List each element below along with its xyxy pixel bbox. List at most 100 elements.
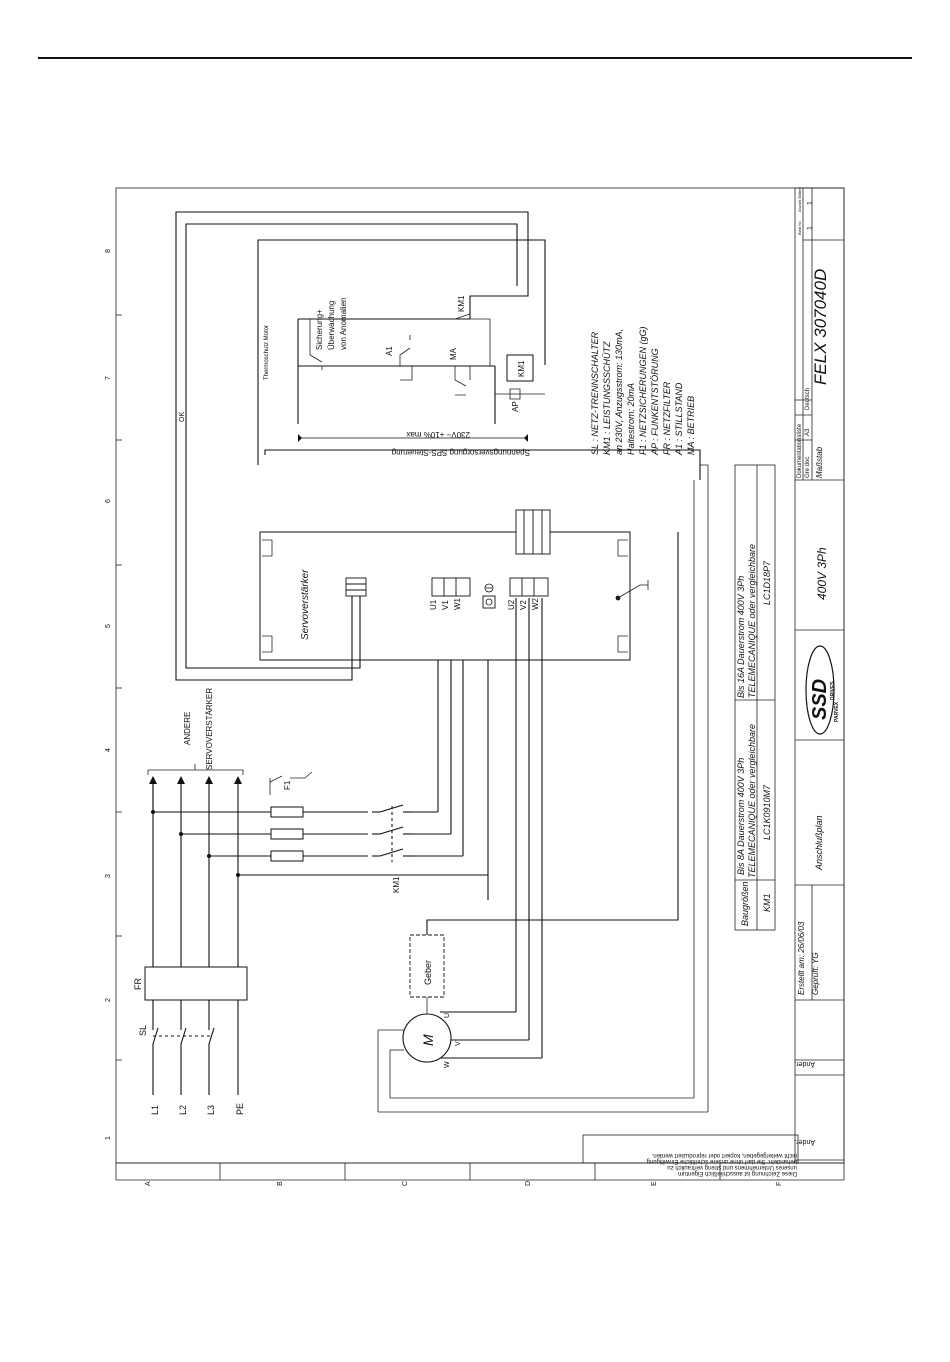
title-anzahl: Anzahl Blätter [797,186,802,212]
label-motor-v: V [455,1041,462,1046]
title-doc-label: Dokumentationsliste [797,423,803,478]
label-sl: SL [138,1025,148,1036]
svg-text:behandeln. Sie darf ohne unser: behandeln. Sie darf ohne unsere schriftl… [647,1158,797,1164]
grid-column-labels: 1 2 3 4 5 6 7 8 [105,249,112,1140]
label-km1-contact: KM1 [457,295,466,312]
sizes-col2: Bis 16A Dauerstrom 400V 3Ph [736,576,746,698]
col-label-8: 8 [105,249,112,253]
row-separators [219,1163,721,1180]
svg-text:Überwachung: Überwachung [327,301,336,350]
row-label-d: D [525,1181,532,1186]
svg-text:SL : NETZ-TRENNSCHALTER: SL : NETZ-TRENNSCHALTER [590,331,600,455]
supply-line-labels: L1 L2 L3 PE [150,1103,245,1115]
motor-wires [440,598,543,1059]
f1-switch-symbol [269,771,313,795]
sizes-table-text: Baugrößen KM1 Bis 8A Dauerstrom 400V 3Ph… [736,544,772,926]
row-label-f: F [776,1182,783,1186]
row-label-c: C [402,1181,409,1186]
title-drawing-no: FELX 307040D [811,269,830,385]
ok-wiring [175,211,529,681]
svg-text:an 230V, Anzugsstrom: 130mA,: an 230V, Anzugsstrom: 130mA, [614,329,624,455]
label-motor-w: W [444,1061,451,1068]
sizes-table [734,464,776,931]
km1-coil [506,354,534,382]
label-l2: L2 [178,1105,188,1115]
col-label-4: 4 [105,748,112,752]
label-servo: Servoverstärker [300,569,311,640]
motor-leads [377,464,709,1113]
label-l3: L3 [206,1105,216,1115]
svg-text:MA : BETRIEB: MA : BETRIEB [686,396,696,455]
label-voltage: 230V~ +10% max [406,430,470,439]
logo-parvex: PARVEX [834,701,840,722]
supply-lines [152,777,239,1095]
title-erstellt: Erstellt am: 26/06/03 [797,921,806,995]
servo-feedback-connector [515,509,551,555]
svg-text:Haltestrom: 20mA: Haltestrom: 20mA [626,383,636,455]
sl-mains-switch [145,1027,225,1045]
geber-encoder [409,934,445,998]
ap-suppressor [495,388,545,400]
ma-contact [454,366,471,396]
f1-fuses [270,806,304,862]
thermoschutz-wiring [257,239,701,480]
label-ma: MA [449,347,458,360]
label-v1: V1 [441,600,450,610]
voltage-arrows [298,434,528,442]
svg-text:F1 : NETZSICHERUNGEN (gG): F1 : NETZSICHERUNGEN (gG) [638,326,648,455]
title-massstab: Maßstab [815,446,824,478]
column-ticks [116,314,122,1061]
svg-text:AP : FUNKENTSTÖRUNG: AP : FUNKENTSTÖRUNG [650,348,660,456]
title-anzahl-val: 1 [807,201,814,205]
label-pe: PE [235,1103,245,1115]
col-label-2: 2 [105,998,112,1002]
col-label-3: 3 [105,874,112,878]
title-language: Deutsch [805,388,811,410]
disclaimer-text: Diese Zeichnung ist ausschließlich Eigen… [647,1152,797,1176]
label-km1-coil: KM1 [517,360,526,377]
sicherung-text: Sicherung+ Überwachung von Anomalien [315,298,348,350]
row-label-b: B [277,1181,284,1186]
sizes-col1: Bis 8A Dauerstrom 400V 3Ph [736,758,746,875]
sizes-row1: TELEMECANIQUE oder vergleichbare [747,724,757,878]
col-label-6: 6 [105,499,112,503]
logo-drives: DRIVES [830,681,836,700]
svg-text:A1 : STILLSTAND: A1 : STILLSTAND [674,382,684,456]
label-servoverstaerker-group: SERVOVERSTÄRKER [205,688,214,770]
grid-row-labels: A B C D E F [145,1181,783,1186]
label-a1: A1 [385,346,394,356]
title-geprueft: Geprüft: YG [811,952,820,995]
svg-text:von Anomalien: von Anomalien [339,298,348,350]
label-km1: KM1 [392,876,401,893]
label-f1: F1 [283,780,292,790]
geber-cable [426,532,679,935]
sicherung-switch [309,319,323,370]
title-aender: Änder. [795,1060,815,1068]
servo-motor-connector [509,577,549,597]
label-fr: FR [133,978,143,990]
title-blatt-val: 1 [807,226,814,230]
andere-bracket [147,764,244,775]
sizes-row2: TELEMECANIQUE oder vergleichbare [747,544,757,698]
label-w2: W2 [531,597,540,610]
label-u1: U1 [429,599,438,610]
ssd-logo: SSD DRIVES PARVEX [805,645,840,735]
legend: SL : NETZ-TRENNSCHALTER KM1 : LEISTUNGSS… [590,326,696,456]
label-motor-u: U [444,1013,451,1018]
svg-text:Diese Zeichnung ist ausschließ: Diese Zeichnung ist ausschließlich Eigen… [678,1170,797,1176]
svg-text:FR : NETZFILTER: FR : NETZFILTER [662,381,672,455]
sizes-part2: LC1D18P7 [762,560,772,605]
title-blatt: Blatt Nr. [797,221,802,235]
ground-symbol [615,580,649,601]
branch-arrows [149,776,242,812]
label-ok: OK [179,412,186,422]
sizes-km1: KM1 [762,893,772,912]
servo-mounting-slots [262,539,628,653]
earth-terminal [482,583,496,609]
svg-text:unseres Unternehmens und stren: unseres Unternehmens und streng vertraul… [667,1164,797,1170]
ok-wiring-inner [185,223,518,669]
label-geber: Geber [423,960,433,985]
label-w1: W1 [453,597,462,610]
svg-text:Sicherung+: Sicherung+ [315,309,324,350]
tap-dots [151,810,240,877]
